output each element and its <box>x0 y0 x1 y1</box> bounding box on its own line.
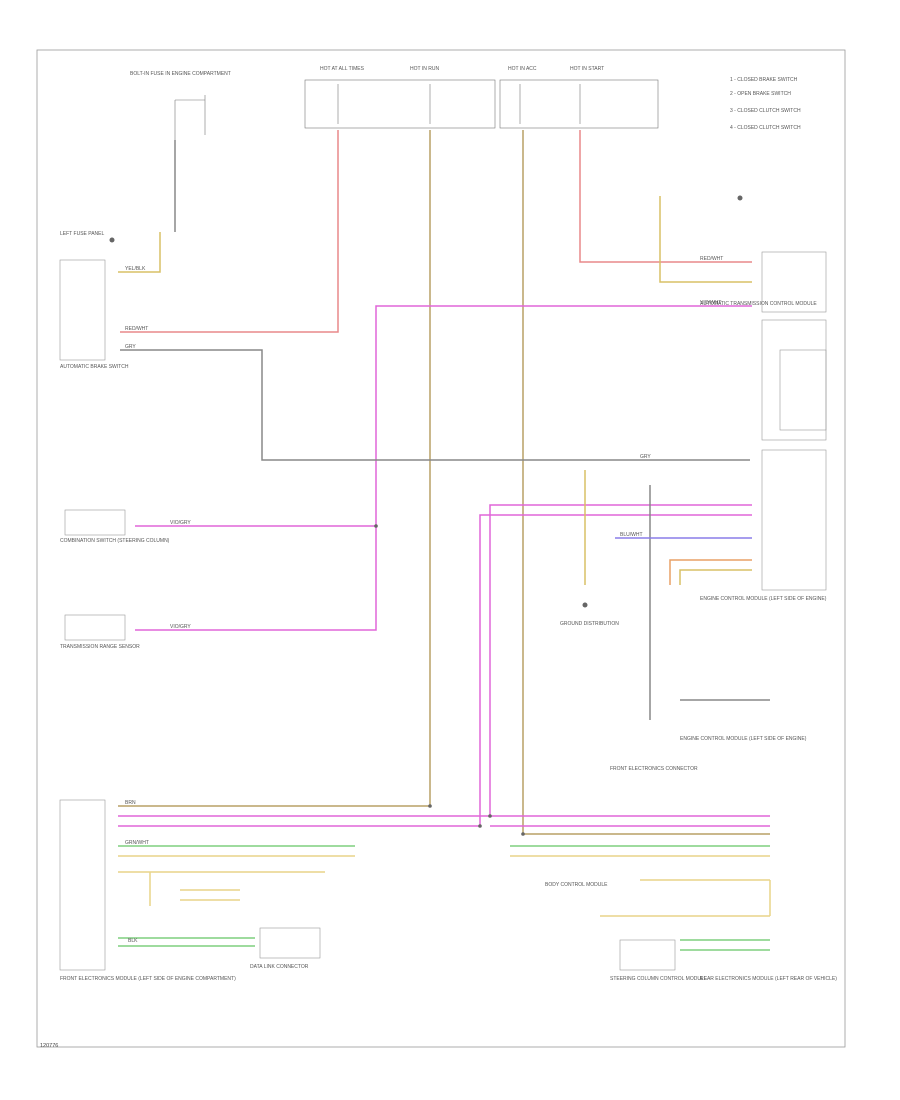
tag-red-2: RED/WHT <box>700 256 723 262</box>
component-boxes-right <box>761 251 827 591</box>
tag-gray: GRY <box>125 344 136 350</box>
fuse-box-top <box>304 79 659 129</box>
label-fuse-3: HOT IN ACC <box>508 66 537 72</box>
connectors <box>109 195 743 836</box>
label-fuse-1: HOT AT ALL TIMES <box>320 66 365 72</box>
component-boxes-left <box>59 259 676 971</box>
label-left-fuse: LEFT FUSE PANEL <box>60 231 104 237</box>
box-front-module <box>59 799 106 971</box>
legend-item-1: 1 - CLOSED BRAKE SWITCH <box>730 77 798 83</box>
label-engine-2: ENGINE CONTROL MODULE (LEFT SIDE OF ENGI… <box>680 736 807 742</box>
label-trans-range: TRANSMISSION RANGE SENSOR <box>60 644 140 650</box>
box-trans-range <box>64 614 126 641</box>
wires <box>118 130 771 951</box>
tag-blue: BLU/WHT <box>620 532 643 538</box>
tag-violet-3: VIO/WHT <box>700 300 721 306</box>
legend: 1 - CLOSED BRAKE SWITCH 2 - OPEN BRAKE S… <box>730 77 801 131</box>
tag-violet-1: VIO/GRY <box>170 520 191 526</box>
tag-green: GRN/WHT <box>125 840 149 846</box>
legend-item-4: 4 - CLOSED CLUTCH SWITCH <box>730 125 801 131</box>
wire-tags: RED/WHT GRY YEL/BLK VIO/GRY VIO/GRY BRN … <box>125 256 723 944</box>
label-ground: GROUND DISTRIBUTION <box>560 621 619 627</box>
wire-yellow-left <box>118 232 161 273</box>
box-data-link <box>259 927 321 959</box>
wire-violet-1 <box>135 305 752 527</box>
label-relay-box: BOLT-IN FUSE IN ENGINE COMPARTMENT <box>130 71 231 77</box>
tag-yellow: YEL/BLK <box>125 266 146 272</box>
box-engine-module <box>761 449 827 591</box>
label-fuse-2: HOT IN RUN <box>410 66 439 72</box>
wire-red-2 <box>579 130 752 263</box>
wire-violet-3 <box>489 504 770 817</box>
wire-orange <box>669 559 752 585</box>
tag-red: RED/WHT <box>125 326 148 332</box>
wire-violet-2 <box>135 526 377 631</box>
page-id: 120776 <box>40 1043 58 1049</box>
label-combination: COMBINATION SWITCH (STEERING COLUMN) <box>60 538 170 544</box>
legend-item-3: 3 - CLOSED CLUTCH SWITCH <box>730 108 801 114</box>
tag-violet-2: VIO/GRY <box>170 624 191 630</box>
diagram-frame <box>36 49 846 1048</box>
box-brake-switch <box>59 259 106 361</box>
box-cruise-module <box>761 319 827 441</box>
wire-gray-1 <box>120 349 750 461</box>
label-engine-module: ENGINE CONTROL MODULE (LEFT SIDE OF ENGI… <box>700 596 827 602</box>
wire-tan-1 <box>118 130 431 807</box>
wire-yellow-right <box>659 196 752 283</box>
label-brake-switch: AUTOMATIC BRAKE SWITCH <box>60 364 129 370</box>
wire-red-1 <box>120 130 339 333</box>
legend-item-2: 2 - OPEN BRAKE SWITCH <box>730 91 791 97</box>
wire-tan-2 <box>522 130 770 835</box>
label-cruise-module: AUTOMATIC TRANSMISSION CONTROL MODULE <box>700 301 817 307</box>
box-combination <box>64 509 126 536</box>
label-rear-module: REAR ELECTRONICS MODULE (LEFT REAR OF VE… <box>700 976 837 982</box>
component-labels: AUTOMATIC BRAKE SWITCH COMBINATION SWITC… <box>60 231 837 982</box>
box-steering <box>619 939 676 971</box>
label-data-link: DATA LINK CONNECTOR <box>250 964 309 970</box>
wire-yellow-2 <box>679 569 752 585</box>
label-front-conn: FRONT ELECTRONICS CONNECTOR <box>610 766 698 772</box>
tag-gray-2: GRY <box>640 454 651 460</box>
wire-violet-5 <box>118 514 752 827</box>
label-body-module: BODY CONTROL MODULE <box>545 882 608 888</box>
tag-black: BLK <box>128 938 138 944</box>
relay-top-left <box>174 95 206 140</box>
box-module-top <box>761 251 827 313</box>
label-front-module: FRONT ELECTRONICS MODULE (LEFT SIDE OF E… <box>60 976 236 982</box>
label-steering: STEERING COLUMN CONTROL MODULE <box>610 976 708 982</box>
tag-brown: BRN <box>125 800 136 806</box>
label-fuse-4: HOT IN START <box>570 66 604 72</box>
